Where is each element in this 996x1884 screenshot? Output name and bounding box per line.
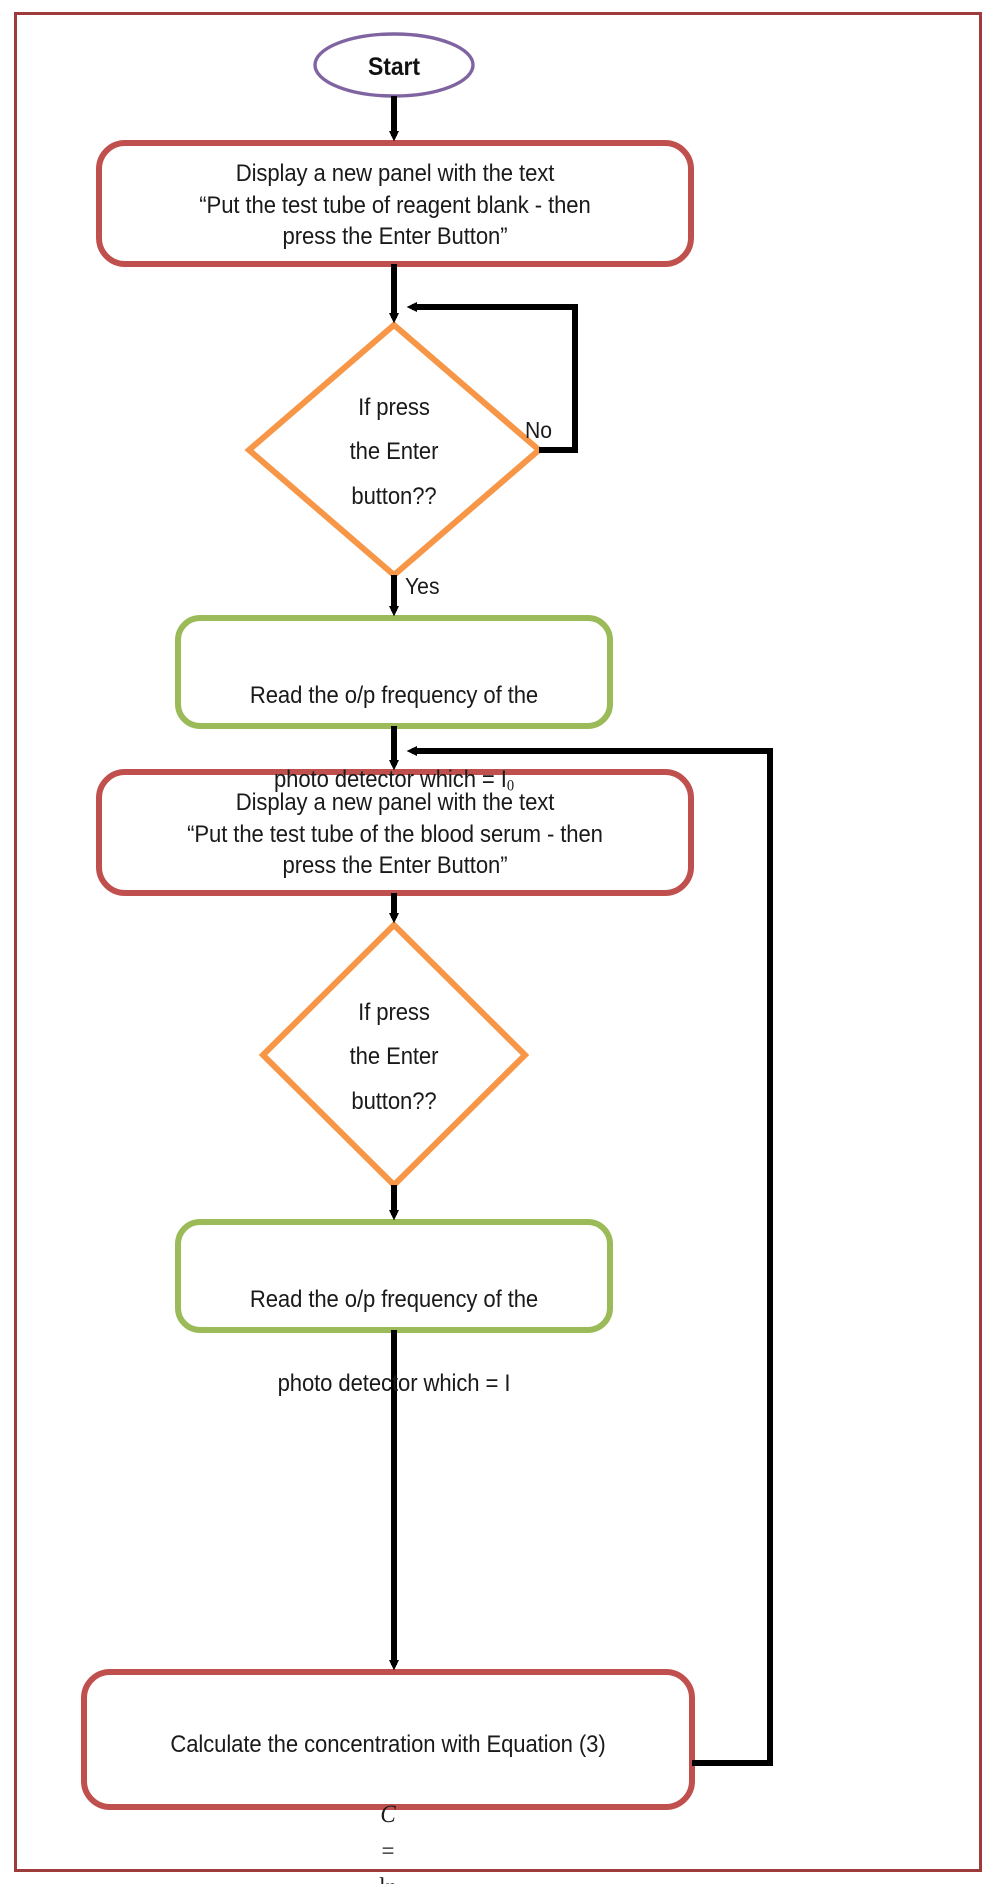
node-start-shape xyxy=(313,32,475,98)
node-read-i-shape xyxy=(175,1219,613,1333)
edge-decision-1-no-loop xyxy=(406,301,578,453)
node-read-i0-shape xyxy=(175,615,613,729)
edge-calculate-loop-to-display-serum xyxy=(406,745,773,1766)
node-calculate-shape xyxy=(81,1669,695,1810)
node-display-blank-shape xyxy=(96,140,694,267)
node-decision-enter-1-shape xyxy=(244,321,544,579)
node-display-serum-shape xyxy=(96,769,694,896)
node-decision-enter-2-shape xyxy=(258,920,530,1190)
